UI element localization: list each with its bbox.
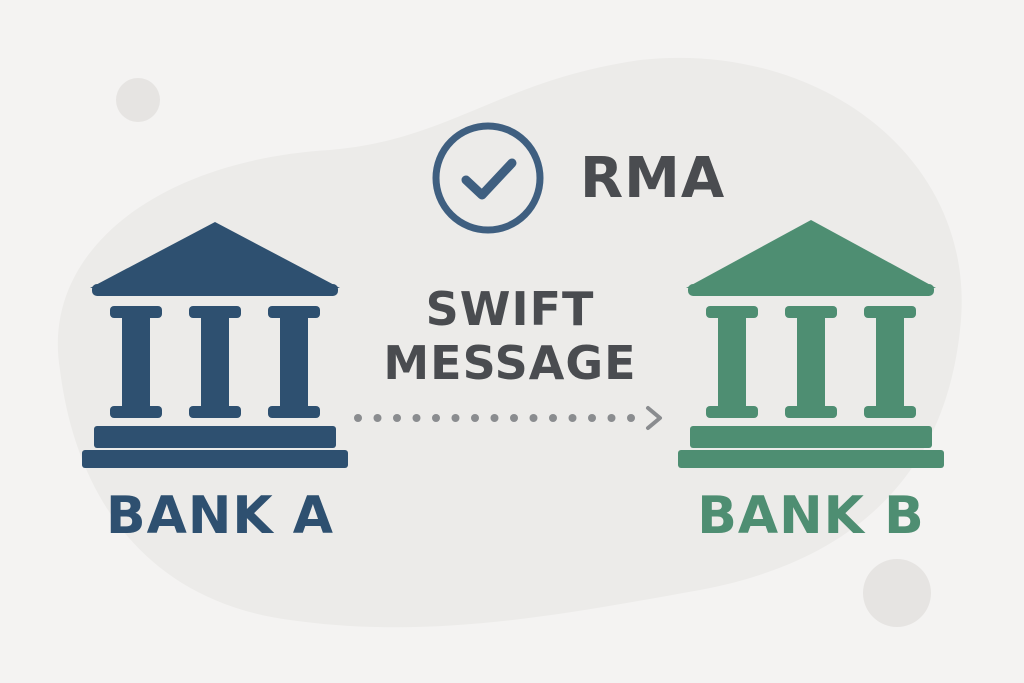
rma-status: RMA [430, 120, 725, 236]
background-blob [57, 57, 962, 628]
message-line-1: SWIFT [425, 282, 595, 336]
arrow-dot [451, 414, 460, 422]
arrow-dot [490, 414, 499, 422]
arrow-dot [432, 414, 440, 422]
bank-a-label: BANK A [105, 486, 335, 546]
arrow-dot [607, 414, 616, 422]
arrow-dot [588, 414, 596, 422]
bank-b-building-icon [678, 220, 944, 468]
rma-label: RMA [580, 145, 726, 211]
bank-a-building-icon [82, 222, 348, 468]
background-dot [116, 78, 160, 122]
arrow-dot [510, 414, 518, 422]
check-circle-icon [432, 122, 544, 234]
message-line-2: MESSAGE [383, 336, 637, 390]
swift-message-label: SWIFT MESSAGE [360, 282, 660, 390]
background-dot [863, 559, 931, 627]
arrow-dot [627, 414, 635, 422]
arrow-dot [412, 414, 421, 422]
arrow-dot [354, 414, 362, 422]
arrow-dot [471, 414, 479, 422]
bank-b-label: BANK B [697, 486, 925, 546]
arrow-dot [529, 414, 538, 422]
arrow-dot [568, 414, 577, 422]
dotted-arrow-icon [354, 406, 662, 430]
arrow-dot [549, 414, 557, 422]
arrow-dot [373, 414, 382, 422]
arrow-dot [393, 414, 401, 422]
